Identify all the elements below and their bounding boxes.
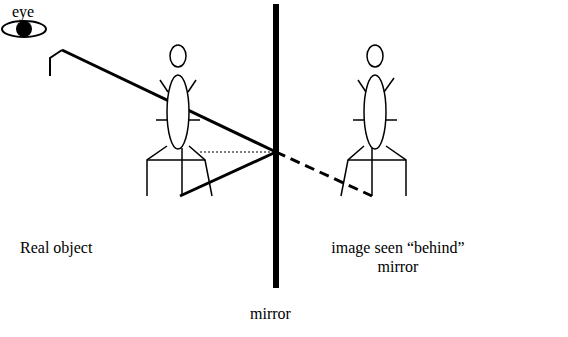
- mirror-line: [273, 4, 279, 288]
- eye-outline: [2, 21, 46, 37]
- mirror-label: mirror: [250, 304, 291, 323]
- real-object-figure: [147, 45, 212, 196]
- normal-line: [200, 152, 274, 153]
- object-label: Real object: [20, 238, 92, 257]
- virtual-ray: [276, 152, 372, 196]
- image-label: image seen “behind” mirror: [318, 238, 478, 276]
- eye-pupil: [16, 21, 32, 37]
- reflected-ray: [62, 50, 276, 152]
- incident-ray: [180, 152, 276, 196]
- image-figure: [341, 45, 406, 196]
- ray-tip: [50, 50, 62, 76]
- eye-label: eye: [12, 2, 34, 21]
